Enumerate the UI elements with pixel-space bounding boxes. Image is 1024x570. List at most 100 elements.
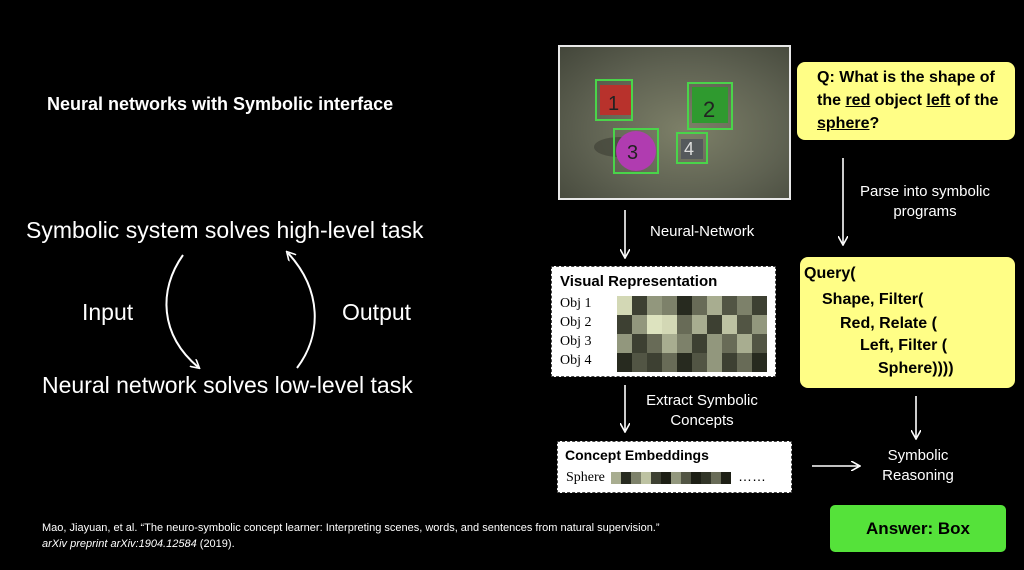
input-arc-arrow — [165, 254, 198, 367]
answer-box: Answer: Box — [830, 505, 1006, 552]
citation-line1: Mao, Jiayuan, et al. “The neuro-symbolic… — [42, 522, 660, 534]
program-line-4: Left, Filter ( — [860, 337, 948, 354]
feature-cell — [722, 334, 737, 353]
feature-cell — [752, 334, 767, 353]
concept-cell — [611, 472, 621, 484]
feature-cell — [677, 315, 692, 334]
feature-cell — [692, 353, 707, 372]
scene-label-1: 1 — [608, 93, 619, 115]
visual-representation-title: Visual Representation — [560, 273, 718, 290]
scene-label-3: 3 — [627, 142, 638, 164]
scene-object-3 — [616, 131, 656, 171]
output-label: Output — [342, 299, 412, 325]
feature-cell — [722, 315, 737, 334]
feature-cell — [632, 334, 647, 353]
question-word-sphere: sphere — [817, 115, 870, 132]
feature-cell — [647, 296, 662, 315]
feature-cell — [662, 334, 677, 353]
obj-row-label-4: Obj 4 — [560, 353, 592, 368]
feature-cell — [647, 353, 662, 372]
concept-cell — [671, 472, 681, 484]
concept-cell — [621, 472, 631, 484]
feature-cell — [722, 296, 737, 315]
feature-cell — [752, 296, 767, 315]
concept-cell — [691, 472, 701, 484]
feature-cell — [707, 353, 722, 372]
scene-label-2: 2 — [703, 97, 715, 122]
feature-cell — [647, 334, 662, 353]
visual-representation-panel: Visual Representation Obj 1 Obj 2 Obj 3 … — [551, 266, 776, 377]
feature-cell — [617, 296, 632, 315]
parse-label: Parse into symbolic programs — [859, 183, 991, 220]
feature-cell — [632, 296, 647, 315]
question-mid: object — [870, 92, 927, 109]
extract-label: Extract Symbolic Concepts — [646, 392, 758, 429]
feature-cell — [707, 296, 722, 315]
question-box: Q: What is the shape of the red object l… — [797, 62, 1015, 140]
scene-object-4 — [681, 139, 703, 159]
feature-cell — [692, 296, 707, 315]
concept-cell — [701, 472, 711, 484]
citation-line2: arXiv preprint arXiv:1904.12584 (2019). — [42, 536, 660, 552]
feature-cell — [737, 353, 752, 372]
feature-cell — [677, 296, 692, 315]
concept-cell — [681, 472, 691, 484]
program-box: Query( Shape, Filter( Red, Relate ( Left… — [800, 257, 1015, 388]
scene-label-4: 4 — [684, 139, 694, 159]
low-level-text: Neural network solves low-level task — [42, 372, 413, 398]
feature-cell — [617, 315, 632, 334]
question-word-left: left — [926, 92, 951, 109]
feature-cell — [647, 315, 662, 334]
program-line-2: Shape, Filter( — [822, 291, 924, 308]
feature-cell — [707, 315, 722, 334]
obj-row-label-3: Obj 3 — [560, 334, 592, 349]
scene-object-2 — [692, 87, 728, 123]
feature-cell — [662, 296, 677, 315]
feature-cell — [737, 315, 752, 334]
question-mid2: of the — [950, 92, 999, 109]
program-line-1: Query( — [804, 265, 856, 282]
feature-cell — [707, 334, 722, 353]
output-arc-arrow — [288, 253, 316, 369]
feature-cell — [677, 334, 692, 353]
question-suffix: ? — [869, 115, 880, 132]
concept-cell — [711, 472, 721, 484]
feature-cell — [752, 315, 767, 334]
concept-dots: …… — [738, 468, 766, 484]
citation-journal: arXiv preprint arXiv:1904.12584 — [42, 538, 197, 550]
feature-cell — [752, 353, 767, 372]
slide-heading: Neural networks with Symbolic interface — [47, 94, 394, 114]
feature-cell — [662, 353, 677, 372]
concept-cell — [651, 472, 661, 484]
citation-year: (2019). — [196, 538, 235, 550]
concept-cell — [631, 472, 641, 484]
question-word-red: red — [845, 92, 871, 109]
concept-embeddings-panel: Concept Embeddings Sphere …… — [557, 441, 792, 493]
feature-cell — [692, 334, 707, 353]
concept-cell — [721, 472, 731, 484]
feature-cell — [662, 315, 677, 334]
feature-cell — [632, 315, 647, 334]
feature-cell — [677, 353, 692, 372]
citation: Mao, Jiayuan, et al. “The neuro-symbolic… — [42, 520, 660, 552]
question-prefix: Q: What is the shape of the — [817, 69, 995, 109]
concept-word: Sphere — [566, 470, 605, 485]
obj-row-label-1: Obj 1 — [560, 296, 592, 311]
feature-cell — [692, 315, 707, 334]
input-label: Input — [82, 299, 134, 325]
feature-cell — [632, 353, 647, 372]
neural-network-label: Neural-Network — [650, 223, 755, 240]
feature-cell — [737, 296, 752, 315]
scene-object-1 — [600, 85, 632, 115]
high-level-text: Symbolic system solves high-level task — [26, 217, 424, 243]
symbolic-reasoning-label: Symbolic Reasoning — [882, 447, 954, 484]
program-line-3: Red, Relate ( — [840, 315, 937, 332]
concept-cell — [661, 472, 671, 484]
obj-row-label-2: Obj 2 — [560, 315, 592, 330]
program-line-5: Sphere)))) — [878, 360, 954, 377]
feature-cell — [617, 353, 632, 372]
concept-embeddings-title: Concept Embeddings — [565, 447, 709, 463]
feature-cell — [737, 334, 752, 353]
feature-cell — [722, 353, 737, 372]
concept-cell — [641, 472, 651, 484]
